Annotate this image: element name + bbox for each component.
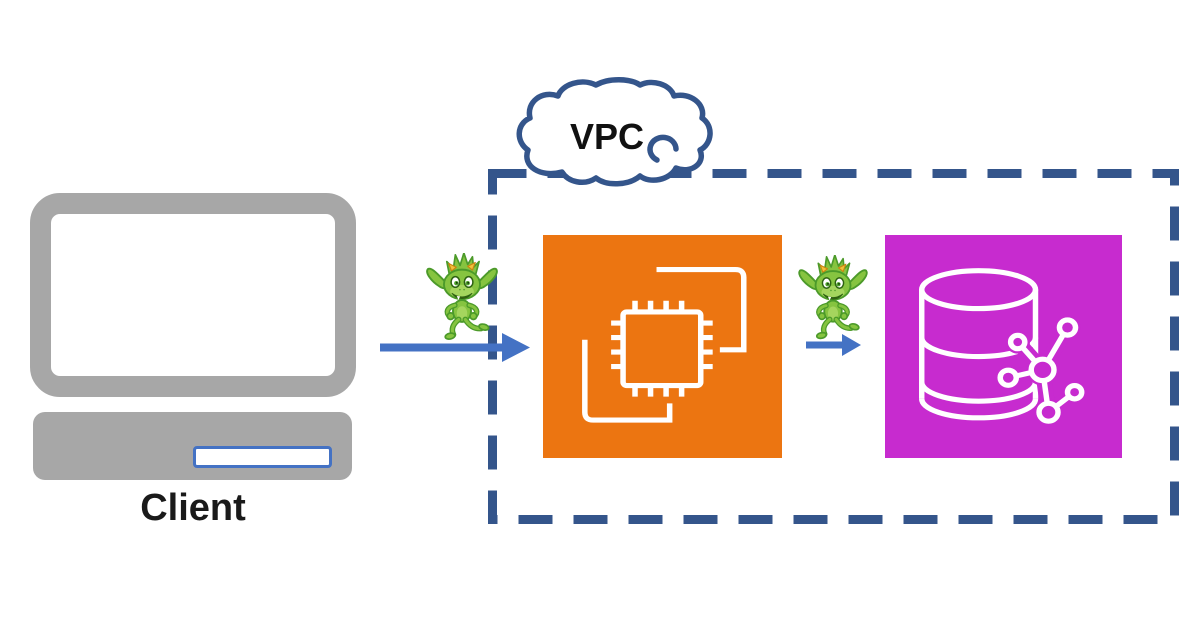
graph-database-service-node — [885, 235, 1122, 458]
gremlin-mascot-icon — [423, 253, 501, 348]
arrow-shape — [380, 333, 530, 362]
chip-icon — [582, 267, 747, 423]
arrow-shape — [806, 334, 861, 356]
client-to-compute-arrow — [380, 333, 530, 362]
laptop-slot — [193, 446, 332, 468]
client-label: Client — [140, 487, 246, 529]
graph-database-icon — [919, 268, 1087, 427]
cloud-outline — [516, 77, 713, 187]
cloud-inner-curl — [647, 134, 679, 163]
cloud-icon — [516, 77, 713, 187]
compute-service-node — [543, 235, 782, 458]
compute-to-database-arrow — [806, 334, 861, 356]
laptop-icon — [30, 193, 356, 397]
vpc-label: VPC — [569, 116, 645, 157]
gremlin-mascot-icon — [795, 255, 871, 347]
